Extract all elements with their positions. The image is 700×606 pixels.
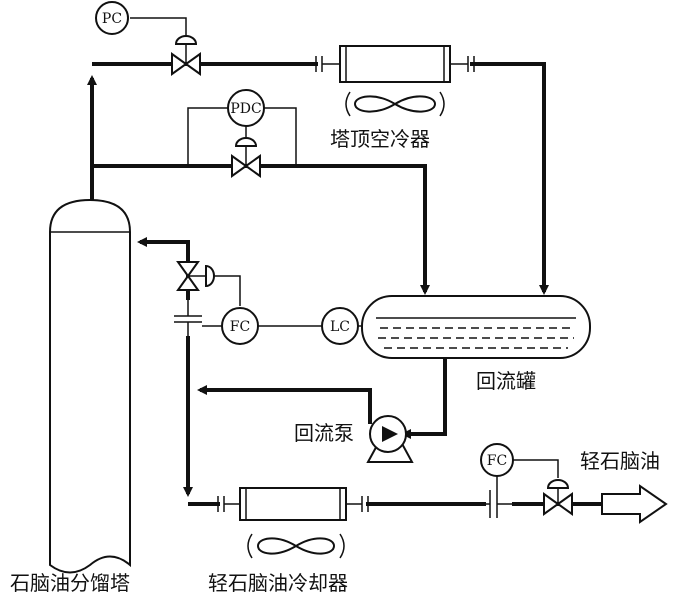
pc-controller: PC — [95, 1, 129, 35]
product-cooler — [217, 487, 369, 559]
column-label: 石脑油分馏塔 — [10, 571, 130, 595]
reflux-pump-label: 回流泵 — [294, 421, 354, 445]
reflux-drum — [361, 295, 591, 359]
product-fc-controller: FC — [480, 443, 559, 490]
reflux-orifice — [174, 300, 202, 336]
product-cooler-label: 轻石脑油冷却器 — [208, 571, 348, 595]
fan-icon — [256, 537, 336, 555]
pump-suction-line — [401, 357, 447, 439]
cooler-to-drum-line — [470, 62, 549, 295]
product-fc-label: FC — [487, 453, 507, 469]
reflux-fc-controller: FC — [202, 307, 322, 345]
reflux-fc-label: FC — [230, 319, 250, 335]
bypass-line — [92, 164, 430, 295]
lc-controller: LC — [321, 307, 370, 345]
product-outlet-arrow — [601, 484, 668, 524]
naphtha-fractionator — [49, 198, 131, 574]
reflux-pump — [366, 415, 414, 463]
lc-label: LC — [330, 319, 350, 335]
pressure-control-valve — [130, 17, 201, 76]
pdc-controller: PDC — [187, 89, 297, 166]
overhead-air-cooler-label: 塔顶空冷器 — [330, 127, 430, 151]
pdc-control-valve — [231, 124, 261, 178]
pc-label: PC — [102, 11, 122, 27]
overhead-air-cooler — [315, 45, 475, 117]
product-control-valve — [543, 479, 573, 516]
reflux-line-top — [137, 237, 190, 300]
fan-icon — [353, 95, 437, 113]
pdc-label: PDC — [230, 101, 261, 117]
reflux-control-valve — [176, 261, 241, 306]
product-orifice — [486, 490, 512, 518]
reflux-drum-label: 回流罐 — [476, 369, 536, 393]
pump-discharge-line — [197, 385, 372, 424]
product-outlet-label: 轻石脑油 — [580, 449, 660, 473]
